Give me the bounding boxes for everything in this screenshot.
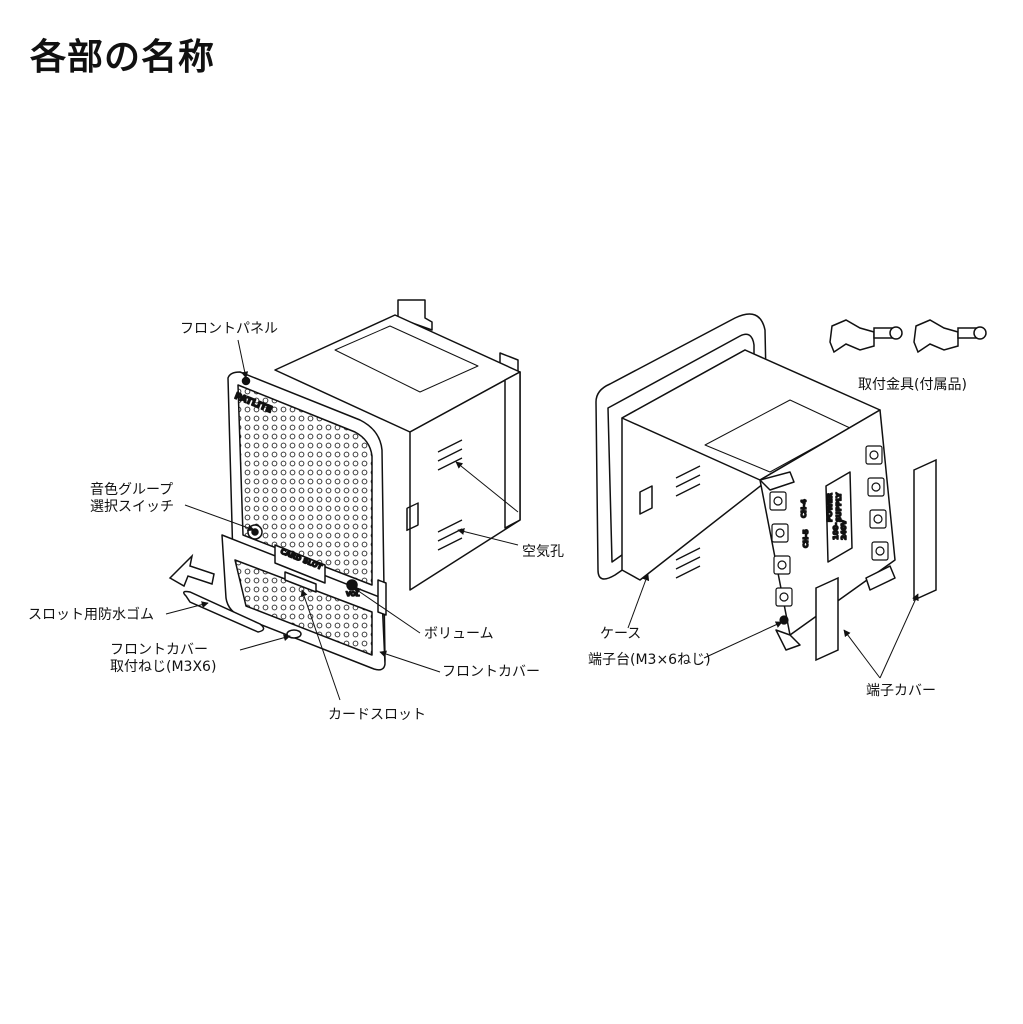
label-tone-switch-1: 音色グループ <box>90 481 173 498</box>
terminal-cover-2 <box>913 458 937 602</box>
power-label-1: POWER <box>826 492 834 522</box>
ch5-label: CH-5 <box>802 529 810 548</box>
front-unit: PATLITE CARD SLOT VOL <box>221 299 521 671</box>
terminal-cover-1 <box>815 576 839 662</box>
label-terminal-cover: 端子カバー <box>866 683 936 699</box>
label-terminal-block: 端子台(M3×6ねじ) <box>588 652 711 668</box>
label-volume: ボリューム <box>424 626 494 642</box>
terminal-block <box>769 445 889 625</box>
label-front-cover-screw-2: 取付ねじ(M3X6) <box>110 659 216 675</box>
ch4-label: CH-4 <box>800 499 808 518</box>
voltage-2: 240V <box>840 519 848 540</box>
label-slot-gasket: スロット用防水ゴム <box>28 606 154 623</box>
leader-lines <box>165 339 919 701</box>
mounting-brackets <box>829 319 987 354</box>
label-front-cover-screw-1: フロントカバー <box>110 642 208 658</box>
voltage-1: 100- <box>832 522 840 540</box>
label-front-cover: フロントカバー <box>442 664 540 680</box>
insert-arrow <box>168 553 215 588</box>
vol-text: VOL <box>346 591 360 598</box>
label-card-slot: カードスロット <box>328 707 426 723</box>
page-title: 各部の名称 <box>30 37 216 78</box>
label-tone-switch-2: 選択スイッチ <box>90 499 174 515</box>
label-case: ケース <box>600 626 641 642</box>
label-air-holes: 空気孔 <box>522 544 564 560</box>
rear-unit: POWER SUPPLY 100- 240V CH-4 CH-5 <box>595 313 896 651</box>
label-mounting-bracket: 取付金具(付属品) <box>858 377 967 393</box>
label-front-panel: フロントパネル <box>180 321 278 337</box>
power-label-2: SUPPLY <box>835 492 843 522</box>
